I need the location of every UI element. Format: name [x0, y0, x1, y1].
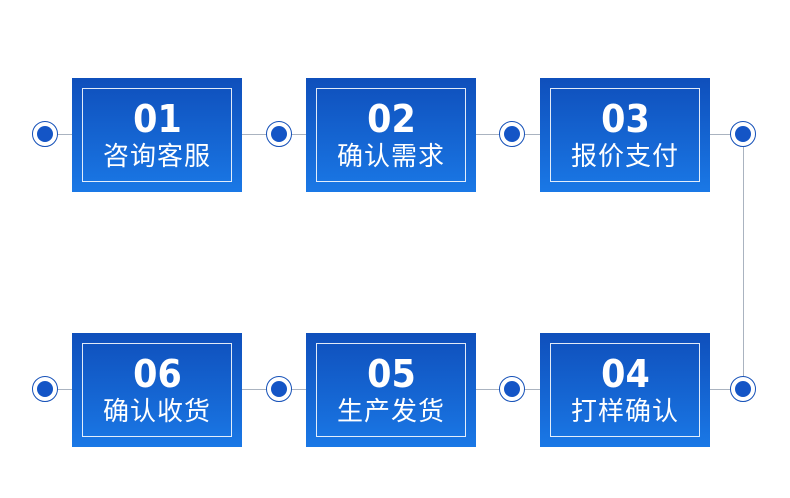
step-label: 打样确认: [570, 397, 679, 427]
step-label: 确认收货: [102, 397, 211, 427]
step-box-frame: 01 咨询客服: [82, 88, 232, 182]
connector-node: [730, 121, 756, 147]
step-label: 报价支付: [570, 142, 679, 172]
step-label: 确认需求: [336, 142, 445, 172]
step-box-02: 02 确认需求: [306, 78, 476, 192]
step-box-05: 05 生产发货: [306, 333, 476, 447]
step-box-03: 03 报价支付: [540, 78, 710, 192]
connector-node: [32, 376, 58, 402]
connector-node: [32, 121, 58, 147]
step-box-frame: 03 报价支付: [550, 88, 700, 182]
step-box-frame: 04 打样确认: [550, 343, 700, 437]
step-number: 04: [600, 352, 650, 396]
connector-node: [499, 121, 525, 147]
connector-line-vertical: [743, 134, 744, 389]
step-number: 06: [132, 352, 182, 396]
step-number: 02: [366, 97, 416, 141]
step-box-04: 04 打样确认: [540, 333, 710, 447]
step-label: 生产发货: [336, 397, 445, 427]
step-box-06: 06 确认收货: [72, 333, 242, 447]
connector-node: [499, 376, 525, 402]
connector-node: [266, 376, 292, 402]
step-box-frame: 06 确认收货: [82, 343, 232, 437]
step-box-frame: 05 生产发货: [316, 343, 466, 437]
step-label: 咨询客服: [102, 142, 211, 172]
step-number: 01: [132, 97, 182, 141]
step-box-frame: 02 确认需求: [316, 88, 466, 182]
connector-node: [266, 121, 292, 147]
step-number: 05: [366, 352, 416, 396]
step-box-01: 01 咨询客服: [72, 78, 242, 192]
connector-node: [730, 376, 756, 402]
step-number: 03: [600, 97, 650, 141]
